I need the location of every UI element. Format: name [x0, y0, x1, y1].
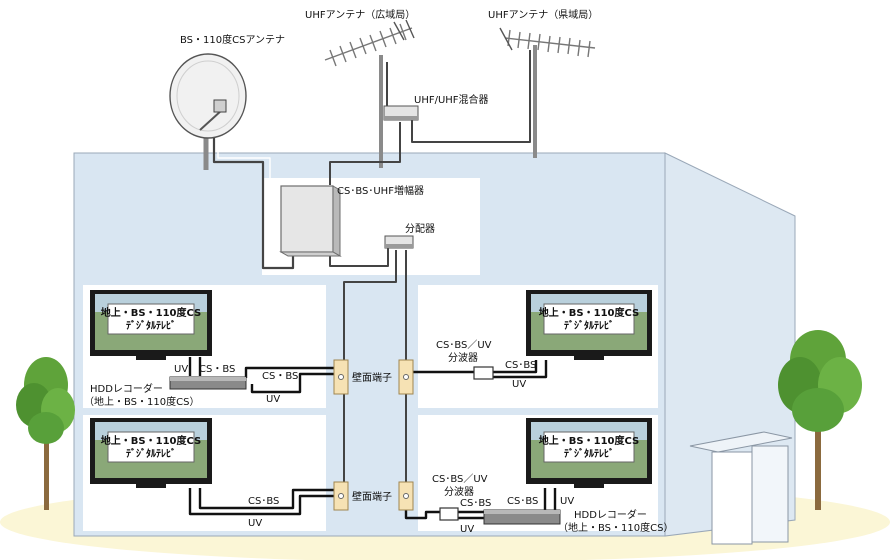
wall-outlet-lower-right	[398, 481, 414, 511]
label-mixer: UHF/UHF混合器	[414, 93, 489, 106]
label-uv: UV	[560, 496, 574, 507]
tv-label-line2: ﾃﾞｼﾞﾀﾙﾃﾚﾋﾞ	[564, 319, 614, 332]
label-splitter-line2: 分波器	[448, 351, 478, 364]
uhf-antenna-prefecture	[499, 27, 596, 58]
tv-lower-left: 地上・BS・110度CS ﾃﾞｼﾞﾀﾙﾃﾚﾋﾞ	[90, 418, 212, 488]
label-recorder-spec: （地上・BS・110度CS）	[558, 521, 673, 534]
wall-outlet-upper-right	[398, 359, 414, 395]
tree-left	[16, 357, 75, 510]
uhf-mixer	[383, 105, 419, 121]
tv-label-line1: 地上・BS・110度CS	[539, 434, 639, 447]
hdd-recorder-lower	[483, 509, 561, 525]
amplifier	[279, 185, 342, 257]
splitter-upper	[473, 366, 494, 380]
label-wall-outlet: 壁面端子	[352, 371, 392, 384]
tv-label-line2: ﾃﾞｼﾞﾀﾙﾃﾚﾋﾞ	[126, 319, 176, 332]
label-splitter-line1: CS･BS／UV	[436, 339, 492, 351]
label-cs-bs: CS･BS	[460, 498, 491, 509]
label-cs-bs: CS・BS	[199, 364, 235, 375]
label-amplifier: CS･BS･UHF増幅器	[337, 184, 424, 197]
label-splitter-line1: CS･BS／UV	[432, 473, 488, 485]
splitter-lower	[439, 507, 459, 521]
label-cs-bs: CS･BS	[507, 496, 538, 507]
label-cs-bs: CS･BS	[505, 360, 536, 371]
label-uv: UV	[512, 379, 526, 390]
tv-upper-right: 地上・BS・110度CS ﾃﾞｼﾞﾀﾙﾃﾚﾋﾞ	[526, 290, 652, 360]
carport	[689, 431, 793, 545]
label-uhf-antenna-wide: UHFアンテナ（広域局）	[305, 8, 415, 21]
label-uv: UV	[460, 524, 474, 535]
label-recorder-spec: （地上・BS・110度CS）	[84, 395, 199, 408]
tv-label-line1: 地上・BS・110度CS	[101, 306, 201, 319]
label-uv: UV	[248, 518, 262, 529]
tv-lower-right: 地上・BS・110度CS ﾃﾞｼﾞﾀﾙﾃﾚﾋﾞ	[526, 418, 652, 488]
uhf-antenna-wide	[324, 19, 415, 67]
label-cs-bs: CS･BS	[248, 496, 279, 507]
tv-label-line2: ﾃﾞｼﾞﾀﾙﾃﾚﾋﾞ	[564, 447, 614, 460]
label-recorder-name: HDDレコーダー	[574, 508, 647, 521]
wall-outlet-upper-left	[333, 359, 349, 395]
label-splitter-line2: 分波器	[444, 485, 474, 498]
tv-label-line1: 地上・BS・110度CS	[101, 434, 201, 447]
hdd-recorder-upper	[169, 376, 247, 390]
distributor	[384, 235, 414, 249]
tv-label-line2: ﾃﾞｼﾞﾀﾙﾃﾚﾋﾞ	[126, 447, 176, 460]
label-uv: UV	[266, 394, 280, 405]
label-uhf-antenna-prefecture: UHFアンテナ（県域局）	[488, 8, 598, 21]
label-distributor: 分配器	[405, 223, 435, 235]
label-wall-outlet: 壁面端子	[352, 490, 392, 503]
label-bs-cs-antenna: BS・110度CSアンテナ	[180, 33, 285, 46]
tv-label-line1: 地上・BS・110度CS	[539, 306, 639, 319]
bs-cs-dish-antenna	[169, 53, 247, 139]
wall-outlet-lower-left	[333, 481, 349, 511]
label-recorder-name: HDDレコーダー	[90, 382, 163, 395]
label-uv: UV	[174, 364, 188, 375]
label-cs-bs: CS・BS	[262, 371, 298, 382]
tv-upper-left: 地上・BS・110度CS ﾃﾞｼﾞﾀﾙﾃﾚﾋﾞ	[90, 290, 212, 360]
tree-right	[778, 330, 862, 510]
